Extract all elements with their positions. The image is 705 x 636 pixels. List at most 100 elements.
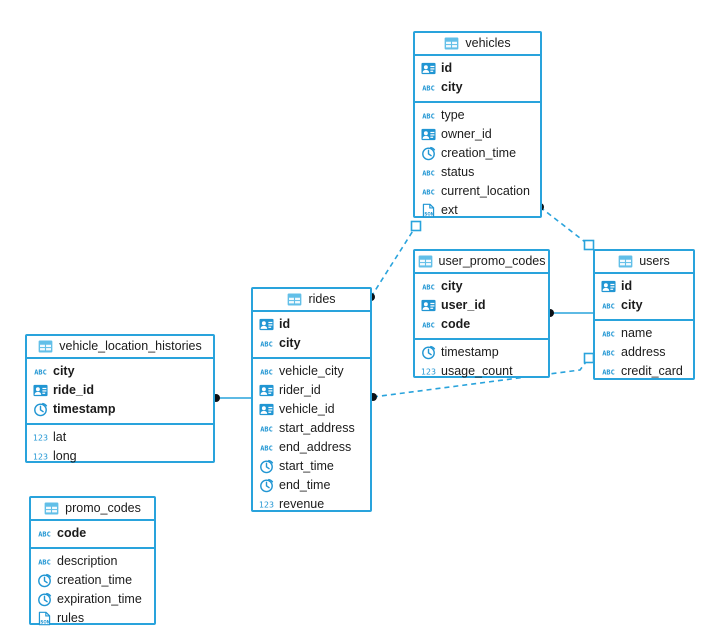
primary-key-id-icon — [33, 384, 48, 397]
svg-text:123: 123 — [421, 367, 436, 376]
field-row-end_time[interactable]: end_time — [253, 476, 370, 495]
relationship-user-promo-codes-to-users[interactable] — [546, 309, 593, 317]
relationship-line — [370, 225, 417, 298]
field-name: rider_id — [279, 383, 321, 398]
field-name: timestamp — [53, 402, 116, 417]
primary-key-id-icon — [259, 384, 274, 397]
relationship-vehicle-location-histories-to-rides[interactable] — [212, 394, 251, 402]
abc-text-icon: ABC — [422, 84, 435, 92]
field-row-status[interactable]: ABC status — [415, 163, 540, 182]
abc-text-icon: ABC — [422, 283, 435, 291]
field-row-user_id[interactable]: user_id — [415, 296, 548, 315]
table-title: vehicle_location_histories — [59, 339, 202, 354]
table-header-promo_codes[interactable]: promo_codes — [31, 498, 154, 521]
abc-text-icon: ABC — [602, 330, 615, 338]
number-123-icon: 123 — [421, 367, 436, 376]
number-123-icon: 123 — [33, 452, 48, 461]
relationship-vehicles-to-users[interactable] — [536, 203, 595, 251]
field-name: city — [441, 80, 463, 95]
svg-text:ABC: ABC — [422, 169, 435, 177]
field-row-city[interactable]: ABC city — [595, 296, 693, 315]
field-name: current_location — [441, 184, 530, 199]
field-row-creation_time[interactable]: creation_time — [415, 144, 540, 163]
clock-icon — [422, 345, 436, 360]
relationship-target-square-marker — [583, 239, 595, 251]
abc-text-icon: ABC — [260, 444, 273, 452]
svg-text:123: 123 — [259, 500, 274, 509]
svg-text:ABC: ABC — [602, 302, 615, 310]
field-name: address — [621, 345, 666, 360]
clock-icon — [38, 592, 52, 607]
table-title: user_promo_codes — [438, 254, 546, 269]
table-header-vehicle_location_histories[interactable]: vehicle_location_histories — [27, 336, 213, 359]
field-row-id[interactable]: id — [415, 59, 540, 78]
field-row-timestamp[interactable]: timestamp — [415, 343, 548, 362]
field-name: owner_id — [441, 127, 492, 142]
svg-text:ABC: ABC — [602, 330, 615, 338]
field-name: lat — [53, 430, 67, 445]
field-row-rider_id[interactable]: rider_id — [253, 381, 370, 400]
abc-text-icon: ABC — [422, 188, 435, 196]
field-name: status — [441, 165, 475, 180]
abc-text-icon: ABC — [422, 321, 435, 329]
field-row-vehicle_id[interactable]: vehicle_id — [253, 400, 370, 419]
svg-text:ABC: ABC — [260, 425, 273, 433]
abc-text-icon: ABC — [422, 112, 435, 120]
field-row-owner_id[interactable]: owner_id — [415, 125, 540, 144]
svg-text:ABC: ABC — [38, 558, 51, 566]
field-name: city — [621, 298, 643, 313]
svg-text:ABC: ABC — [422, 84, 435, 92]
field-row-ride_id[interactable]: ride_id — [27, 381, 213, 400]
abc-text-icon: ABC — [422, 169, 435, 177]
clock-icon — [34, 402, 48, 417]
clock-icon — [260, 478, 274, 493]
table-header-vehicles[interactable]: vehicles — [415, 33, 540, 56]
field-row-timestamp[interactable]: timestamp — [27, 400, 213, 419]
table-title: vehicles — [465, 36, 511, 51]
field-row-expiration_time[interactable]: expiration_time — [31, 590, 154, 609]
table-grid-icon — [418, 255, 432, 268]
field-row-creation_time[interactable]: creation_time — [31, 571, 154, 590]
field-row-city[interactable]: ABC city — [415, 78, 540, 97]
abc-text-icon: ABC — [38, 530, 51, 538]
table-header-users[interactable]: users — [595, 251, 693, 274]
field-row-start_time[interactable]: start_time — [253, 457, 370, 476]
field-name: creation_time — [57, 573, 133, 588]
table-header-user_promo_codes[interactable]: user_promo_codes — [415, 251, 548, 274]
field-name: ride_id — [53, 383, 94, 398]
field-row-id[interactable]: id — [253, 315, 370, 334]
field-name: vehicle_city — [279, 364, 344, 379]
field-row-id[interactable]: id — [595, 277, 693, 296]
table-header-rides[interactable]: rides — [253, 289, 370, 312]
field-row-current_location[interactable]: ABC current_location — [415, 182, 540, 201]
